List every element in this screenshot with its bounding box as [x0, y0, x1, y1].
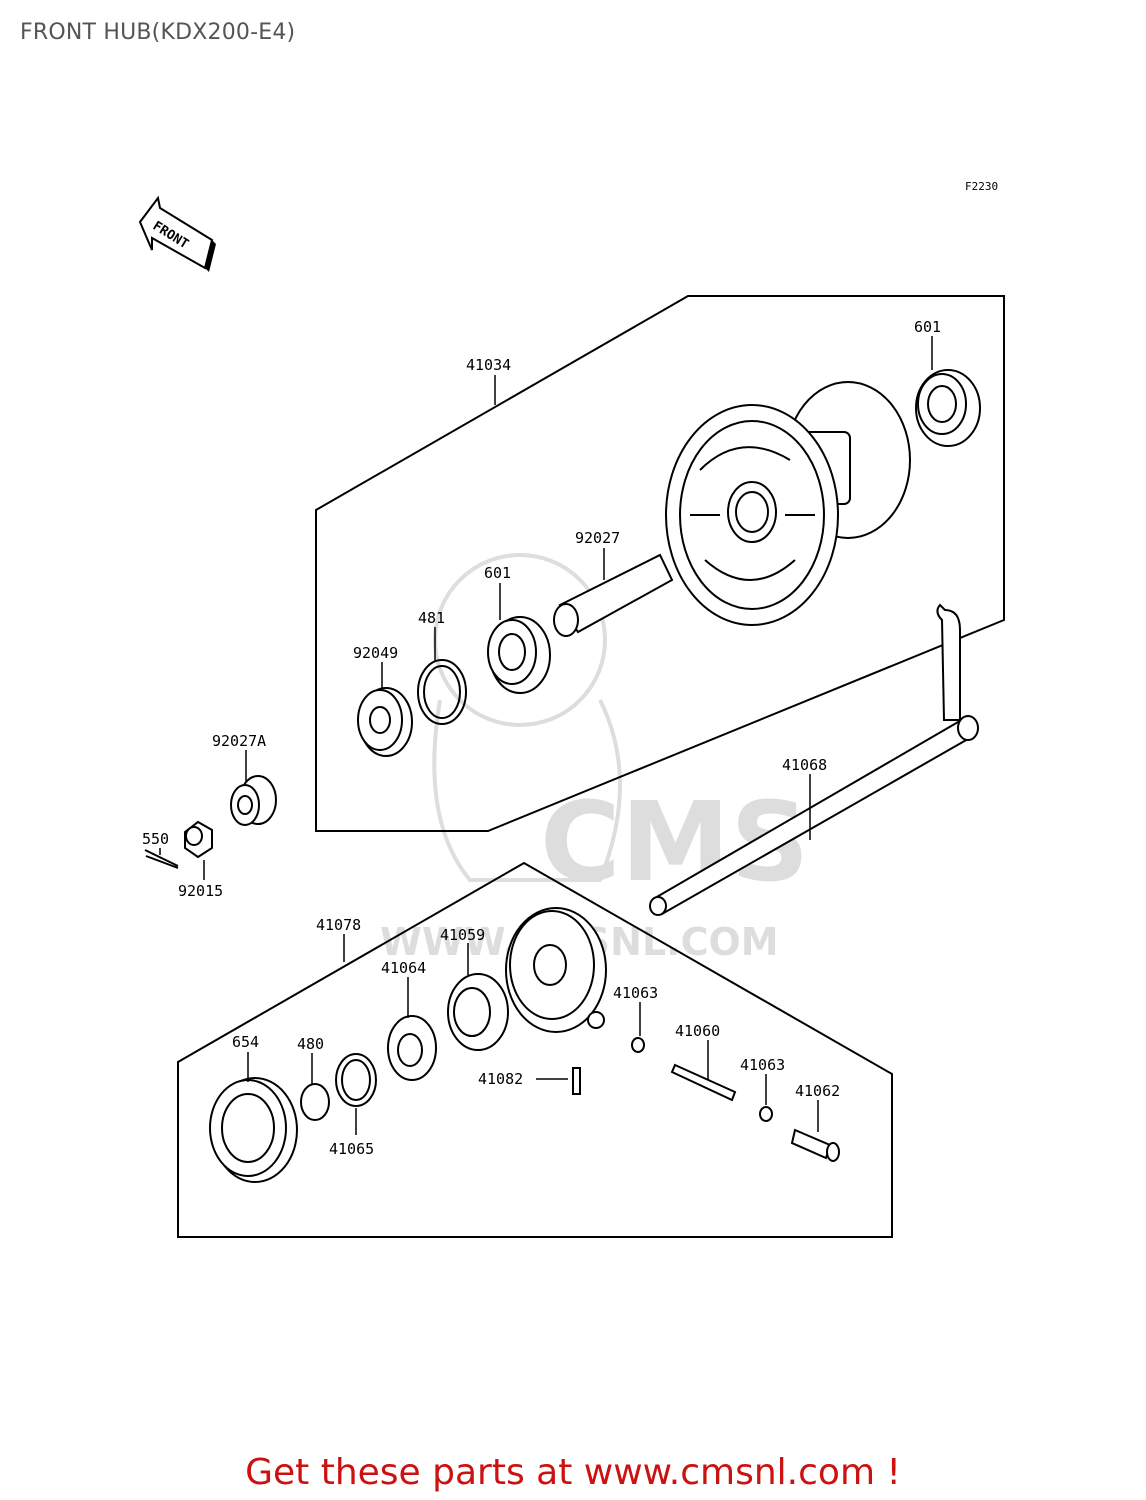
callout-654: 654: [232, 1033, 259, 1051]
callout-41065: 41065: [329, 1140, 374, 1158]
plate-41064: [387, 1015, 437, 1081]
gear-41059: [447, 973, 509, 1051]
callout-41063-b: 41063: [740, 1056, 785, 1074]
brake-panel: [505, 907, 607, 1033]
spacer-tube: [553, 553, 674, 637]
callout-41062: 41062: [795, 1082, 840, 1100]
callout-41064: 41064: [381, 959, 426, 977]
ring-41065: [335, 1053, 377, 1107]
callout-92015: 92015: [178, 882, 223, 900]
callout-41060: 41060: [675, 1022, 720, 1040]
worm-41060: [670, 1063, 737, 1102]
leader-lines: [159, 336, 933, 1135]
oil-seal-92049: [357, 687, 413, 757]
front-arrow-icon: FRONT: [138, 195, 216, 272]
lower-group-frame: [177, 861, 893, 1238]
callout-481: 481: [418, 609, 445, 627]
circlip-481: [417, 659, 467, 725]
cotter-pin-550: [144, 849, 179, 869]
washer-41063-a: [631, 1037, 645, 1053]
washer-41063-b: [759, 1106, 773, 1122]
callout-480: 480: [297, 1035, 324, 1053]
callout-601-top: 601: [914, 318, 941, 336]
collar-92027A: [230, 775, 277, 826]
footer-banner: Get these parts at www.cmsnl.com !: [245, 1452, 901, 1493]
bearing-lower: [487, 616, 551, 694]
pin-41082: [572, 1067, 581, 1095]
upper-group-frame: [315, 295, 1005, 832]
circlip-480: [300, 1083, 330, 1121]
callout-41068: 41068: [782, 756, 827, 774]
hub-drawing: [665, 381, 911, 626]
callout-41082: 41082: [478, 1070, 523, 1088]
callout-41059: 41059: [440, 926, 485, 944]
callout-41078: 41078: [316, 916, 361, 934]
diagram-title: FRONT HUB(KDX200-E4): [20, 20, 296, 45]
callout-92049: 92049: [353, 644, 398, 662]
callout-550: 550: [142, 830, 169, 848]
fitting-41062: [790, 1128, 840, 1162]
callout-601-lower: 601: [484, 564, 511, 582]
axle-41068: [649, 603, 979, 916]
figure-code: F2230: [965, 180, 998, 193]
callout-41034: 41034: [466, 356, 511, 374]
bearing-top: [915, 369, 981, 447]
callout-92027A: 92027A: [212, 732, 266, 750]
nut-92015: [184, 820, 213, 859]
seal-654: [209, 1077, 298, 1183]
callout-41063-a: 41063: [613, 984, 658, 1002]
callout-92027: 92027: [575, 529, 620, 547]
